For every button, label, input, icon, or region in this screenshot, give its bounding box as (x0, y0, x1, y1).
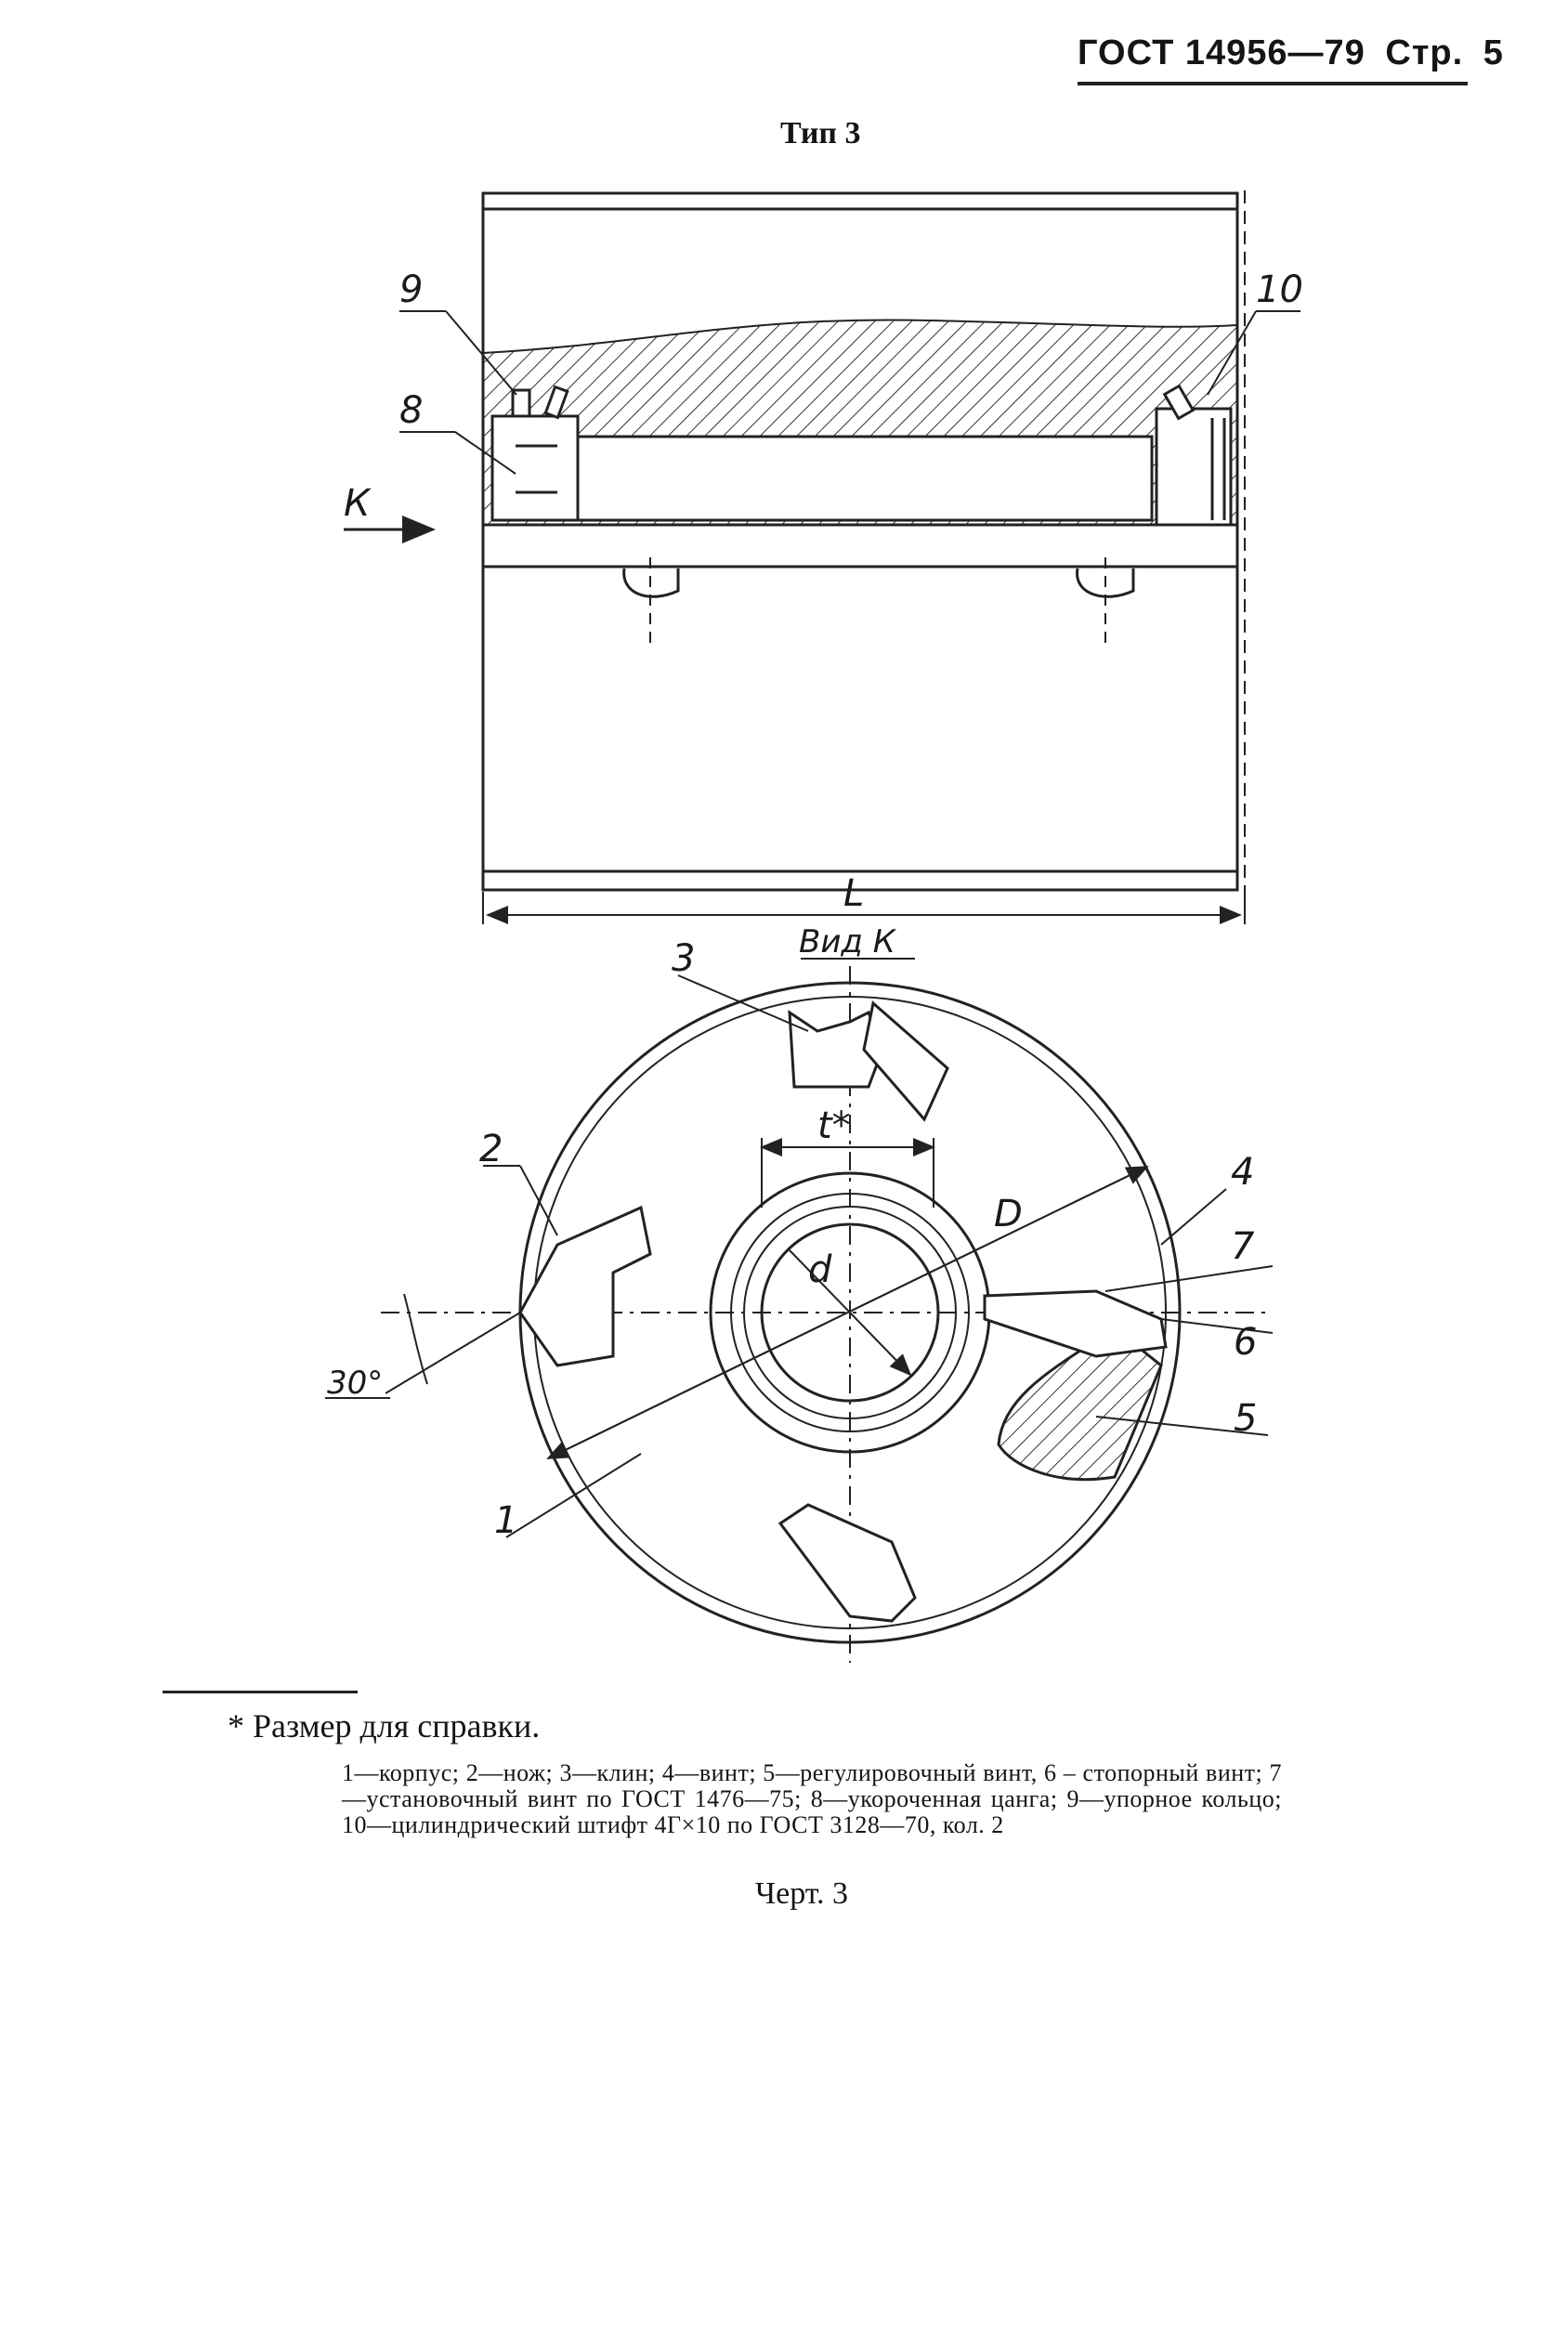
callout-7: 7 (1231, 1225, 1255, 1268)
page-header: ГОСТ 14956—79 Стр. 5 (1078, 33, 1513, 73)
bore-cavity (574, 435, 1154, 522)
footnote: * Размер для справки. (228, 1707, 541, 1744)
callout-10: 10 (1256, 268, 1303, 311)
callout-4: 4 (1231, 1151, 1254, 1194)
callout-9: 9 (399, 268, 423, 311)
callout-5: 5 (1234, 1397, 1257, 1440)
pocket-left (518, 1205, 652, 1367)
figure-legend: 1—корпус; 2—нож; 3—клин; 4—винт; 5—регул… (342, 1759, 1282, 1838)
length-dimension: L (843, 872, 864, 915)
view-arrow-k: К (344, 482, 372, 525)
page-number: 5 (1483, 33, 1504, 72)
diameter-inner-label: d (808, 1248, 832, 1291)
standard-number: ГОСТ 14956—79 (1078, 33, 1365, 72)
callout-6: 6 (1234, 1321, 1257, 1364)
pocket-bottom (777, 1503, 917, 1623)
callout-8: 8 (399, 389, 423, 432)
diameter-outer-label: D (994, 1193, 1023, 1235)
callout-2: 2 (479, 1128, 503, 1170)
header-underline (1078, 82, 1468, 85)
callout-3: 3 (672, 937, 695, 980)
pitch-label: t* (817, 1104, 851, 1147)
figure-caption: Черт. 3 (755, 1876, 849, 1911)
angle-label: 30° (327, 1365, 383, 1402)
front-view (325, 966, 1274, 1663)
view-k-label: Вид К (799, 923, 897, 960)
figure-type-label: Тип 3 (780, 116, 861, 150)
side-view-outline (481, 191, 1239, 892)
footnote-rule (163, 1691, 358, 1693)
side-view (344, 190, 1300, 924)
callout-1: 1 (494, 1499, 517, 1542)
page-label: Стр. (1385, 33, 1464, 72)
collet-right (1155, 384, 1233, 527)
